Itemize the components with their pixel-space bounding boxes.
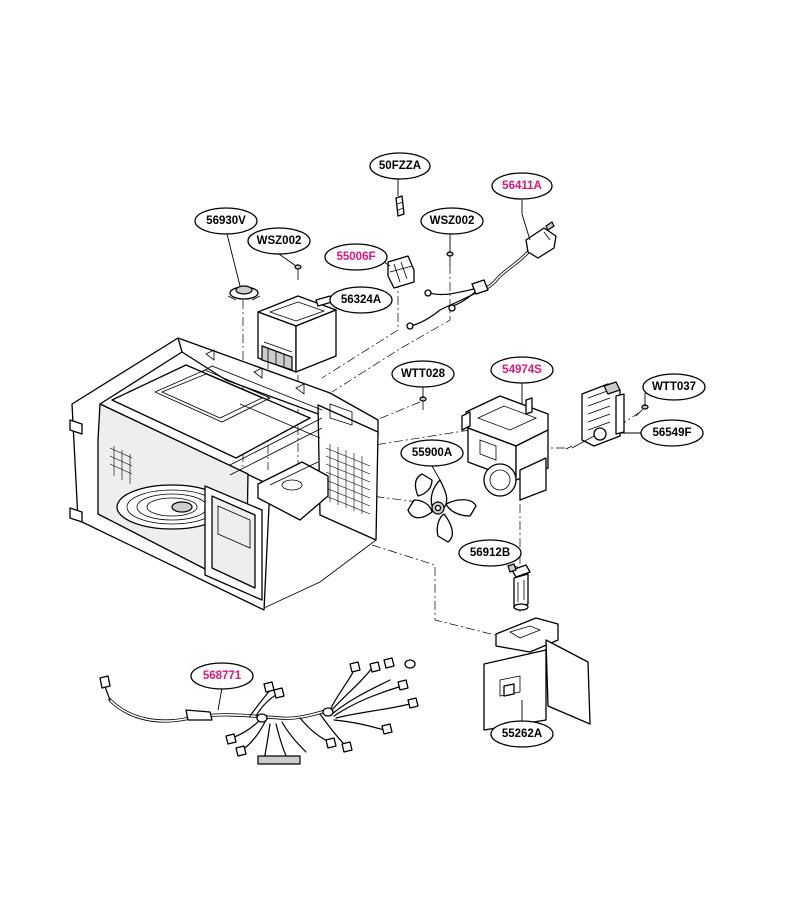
callout-55006f: 55006F — [324, 243, 388, 271]
fan-bracket-part — [461, 395, 549, 501]
screw-wtt028 — [419, 396, 427, 410]
callout-56912b: 56912B — [458, 539, 522, 567]
callout-label: WSZ002 — [257, 235, 302, 247]
callout-568771: 568771 — [190, 662, 254, 690]
callout-label: 56930V — [206, 215, 246, 227]
callout-55900a: 55900A — [400, 439, 464, 467]
callout-label: WTT037 — [652, 381, 696, 393]
callout-55262a: 55262A — [490, 720, 554, 748]
callout-label: WSZ002 — [430, 215, 475, 227]
callout-label: 50FZZA — [379, 160, 421, 172]
thermostat-part — [227, 285, 261, 301]
callout-label: 56411A — [502, 180, 542, 192]
fan-motor-part — [565, 381, 625, 450]
callout-label: 55900A — [412, 447, 452, 459]
fuse-part — [395, 195, 405, 217]
callout-56549f: 56549F — [640, 419, 704, 447]
screw-wtt037 — [635, 404, 649, 417]
magnetron-part — [257, 295, 337, 373]
air-guide-plate-part — [483, 617, 591, 731]
callout-56930v: 56930V — [194, 207, 258, 235]
callout-label: 568771 — [203, 670, 242, 682]
callout-wtt037: WTT037 — [642, 373, 706, 401]
fan-blade-part — [407, 473, 477, 543]
power-cord-part — [406, 221, 557, 330]
fuse-holder-part — [387, 255, 415, 289]
lamp-part — [507, 563, 531, 611]
callout-label: 56549F — [652, 427, 691, 439]
callout-54974s: 54974S — [490, 356, 554, 384]
callout-wsz002-left: WSZ002 — [247, 227, 311, 255]
callout-56324a: 56324A — [329, 286, 393, 314]
screw-wsz002-left — [294, 264, 302, 280]
callout-50fzza: 50FZZA — [369, 152, 431, 180]
callout-56411a: 56411A — [491, 172, 553, 200]
callout-label: 55006F — [336, 251, 375, 263]
callout-label: 54974S — [502, 364, 542, 376]
callout-label: 56912B — [470, 547, 510, 559]
wire-harness-part — [99, 657, 419, 765]
callout-wsz002-right: WSZ002 — [420, 207, 484, 235]
screw-wsz002-right — [446, 251, 454, 266]
callout-label: WTT028 — [401, 368, 446, 380]
microwave-cavity-chassis — [69, 337, 379, 611]
callout-label: 55262A — [502, 728, 542, 740]
callout-label: 56324A — [341, 294, 381, 306]
callout-wtt028: WTT028 — [391, 360, 455, 388]
